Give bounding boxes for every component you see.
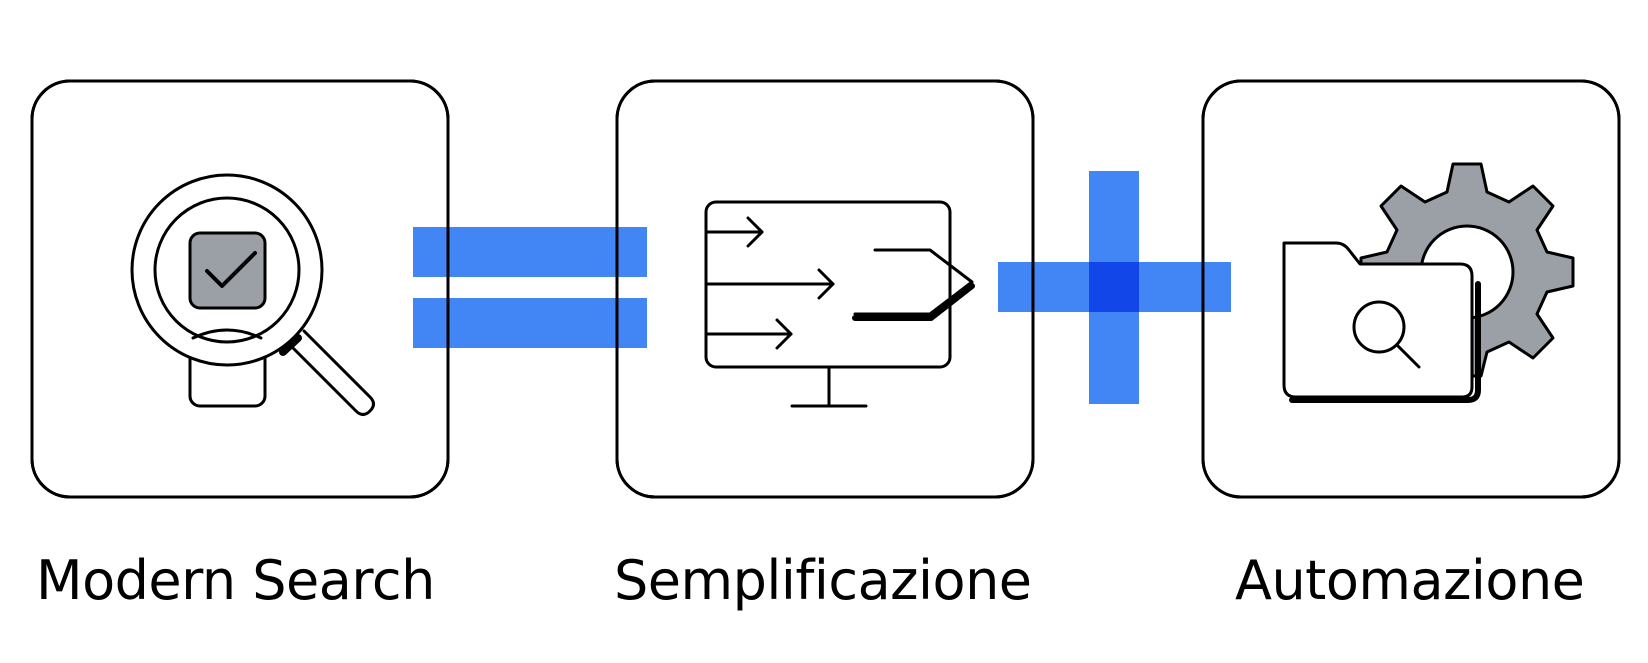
magnifier-check-icon xyxy=(130,173,375,416)
label-modern-search: Modern Search xyxy=(36,549,435,612)
plus-operator xyxy=(998,171,1231,404)
equals-operator xyxy=(413,227,647,348)
folder-gear-icon xyxy=(1282,162,1575,403)
monitor-arrows-icon xyxy=(704,200,975,408)
label-automazione: Automazione xyxy=(1235,549,1585,612)
label-semplificazione: Semplificazione xyxy=(614,549,1032,612)
